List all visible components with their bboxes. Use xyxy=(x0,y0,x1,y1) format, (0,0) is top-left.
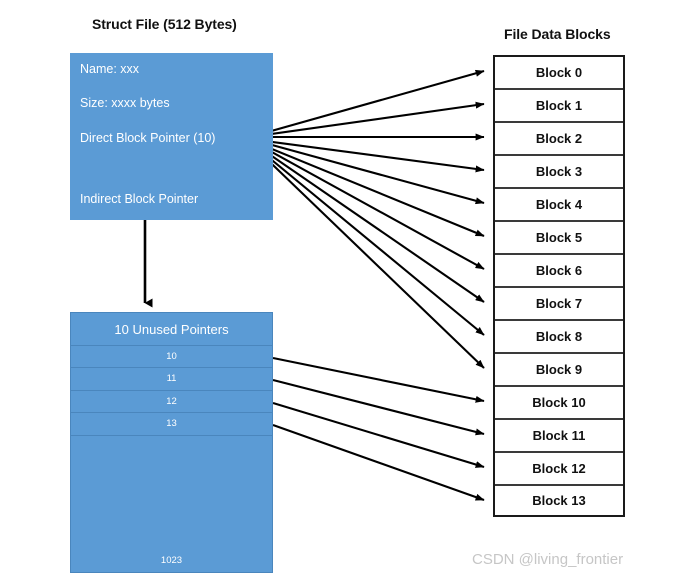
data-block-5: Block 5 xyxy=(495,222,623,255)
data-block-0: Block 0 xyxy=(495,57,623,90)
struct-field-direct-pointer: Direct Block Pointer (10) xyxy=(80,131,216,145)
data-block-6: Block 6 xyxy=(495,255,623,288)
struct-field-name: Name: xxx xyxy=(80,62,140,76)
struct-field-size: Size: xxxx bytes xyxy=(80,96,170,110)
data-block-13: Block 13 xyxy=(495,486,623,515)
data-block-7: Block 7 xyxy=(495,288,623,321)
indirect-table-header: 10 Unused Pointers xyxy=(71,313,272,346)
data-block-10: Block 10 xyxy=(495,387,623,420)
data-block-8: Block 8 xyxy=(495,321,623,354)
direct-pointer-arrows xyxy=(249,69,485,369)
indirect-table-arrows xyxy=(272,356,485,501)
indirect-pointer-table: 10 Unused Pointers 10 11 12 13 1023 xyxy=(70,312,273,573)
struct-file-box: Name: xxx Size: xxxx bytes Direct Block … xyxy=(70,53,273,220)
pointer-row-11: 11 xyxy=(71,368,272,391)
struct-file-title: Struct File (512 Bytes) xyxy=(92,16,237,32)
pointer-row-12: 12 xyxy=(71,391,272,413)
struct-field-indirect-pointer: Indirect Block Pointer xyxy=(80,192,199,206)
watermark-text: CSDN @living_frontier xyxy=(472,551,624,568)
data-block-2: Block 2 xyxy=(495,123,623,156)
pointer-row-13: 13 xyxy=(71,413,272,436)
data-block-4: Block 4 xyxy=(495,189,623,222)
data-block-11: Block 11 xyxy=(495,420,623,453)
data-block-1: Block 1 xyxy=(495,90,623,123)
pointer-row-10: 10 xyxy=(71,346,272,368)
data-block-9: Block 9 xyxy=(495,354,623,387)
file-data-blocks-title: File Data Blocks xyxy=(504,26,611,42)
data-block-12: Block 12 xyxy=(495,453,623,486)
pointer-rows-empty xyxy=(71,436,272,549)
file-data-blocks-column: Block 0 Block 1 Block 2 Block 3 Block 4 … xyxy=(493,55,625,517)
pointer-row-1023: 1023 xyxy=(160,554,183,566)
data-block-3: Block 3 xyxy=(495,156,623,189)
